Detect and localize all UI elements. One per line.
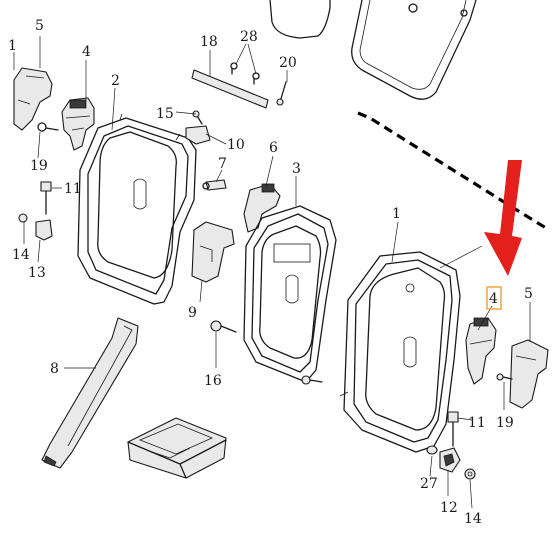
cover-part-5-left xyxy=(13,67,53,131)
callout-7: 7 xyxy=(218,156,227,172)
callout-4-left: 4 xyxy=(82,44,91,60)
red-pointer-arrow-shaft xyxy=(484,160,522,276)
backrest-frame-part-1 xyxy=(339,251,461,453)
callout-6: 6 xyxy=(269,140,278,156)
callout-1-right: 1 xyxy=(392,206,401,222)
callout-14-left: 14 xyxy=(12,247,30,263)
callout-18: 18 xyxy=(200,34,218,50)
callout-19-left: 19 xyxy=(30,158,48,174)
callout-labels: 1 5 4 2 18 28 20 15 10 7 6 3 19 11 14 13… xyxy=(8,18,533,527)
callout-20: 20 xyxy=(279,55,297,71)
latch-part-6 xyxy=(243,183,281,233)
pin-part-7 xyxy=(202,179,227,191)
callout-5-right: 5 xyxy=(524,286,533,302)
callout-14-right: 14 xyxy=(464,511,482,527)
bolt-part-16 xyxy=(210,320,237,333)
bolt-part-11-left xyxy=(40,181,52,215)
callout-19-right: 19 xyxy=(496,415,514,431)
callout-4-right: 4 xyxy=(489,291,498,307)
latch-part-4-left xyxy=(61,97,95,151)
screw-part-19-left xyxy=(37,122,59,132)
nut-part-14-right xyxy=(464,468,476,480)
bracket-part-12 xyxy=(439,447,461,473)
callout-15: 15 xyxy=(156,106,174,122)
backrest-frame-part-2 xyxy=(77,113,197,305)
strap-part-8 xyxy=(41,317,139,469)
cover-part-5-right xyxy=(509,339,549,409)
nut-part-14-left xyxy=(18,213,28,223)
callout-28: 28 xyxy=(240,29,258,45)
callout-27: 27 xyxy=(420,476,438,492)
bolt-part-11-right xyxy=(447,411,459,447)
trim-strip-part-18 xyxy=(191,62,269,109)
screw-part-19-right xyxy=(496,373,513,381)
seat-cushion-part xyxy=(127,417,227,479)
cover-part-9 xyxy=(191,221,235,283)
backrest-frame-part-3 xyxy=(243,205,337,383)
callout-11-right: 11 xyxy=(468,415,486,431)
callout-16: 16 xyxy=(204,373,222,389)
dashed-connection-line xyxy=(357,111,547,230)
leader-lines xyxy=(13,36,531,509)
callout-1-left: 1 xyxy=(8,38,17,54)
bracket-part-13-left xyxy=(35,219,53,241)
callout-highlight-box xyxy=(486,286,502,310)
latch-part-4-right xyxy=(465,317,497,385)
upper-seat-panel xyxy=(269,0,477,100)
callout-8: 8 xyxy=(50,361,59,377)
clip-part-15 xyxy=(192,110,203,125)
screw-part-20 xyxy=(276,81,287,106)
callout-2: 2 xyxy=(111,73,120,89)
callout-5-left: 5 xyxy=(35,18,44,34)
callout-12: 12 xyxy=(440,500,458,516)
screw-part-16-lower xyxy=(301,375,323,385)
bracket-part-10 xyxy=(185,125,211,145)
callout-9: 9 xyxy=(188,305,197,321)
callout-13: 13 xyxy=(28,265,46,281)
callout-3: 3 xyxy=(292,161,301,177)
washer-part-27 xyxy=(426,445,438,455)
callout-11-left: 11 xyxy=(64,181,82,197)
red-pointer-arrow xyxy=(484,160,522,276)
callout-10: 10 xyxy=(227,137,245,153)
